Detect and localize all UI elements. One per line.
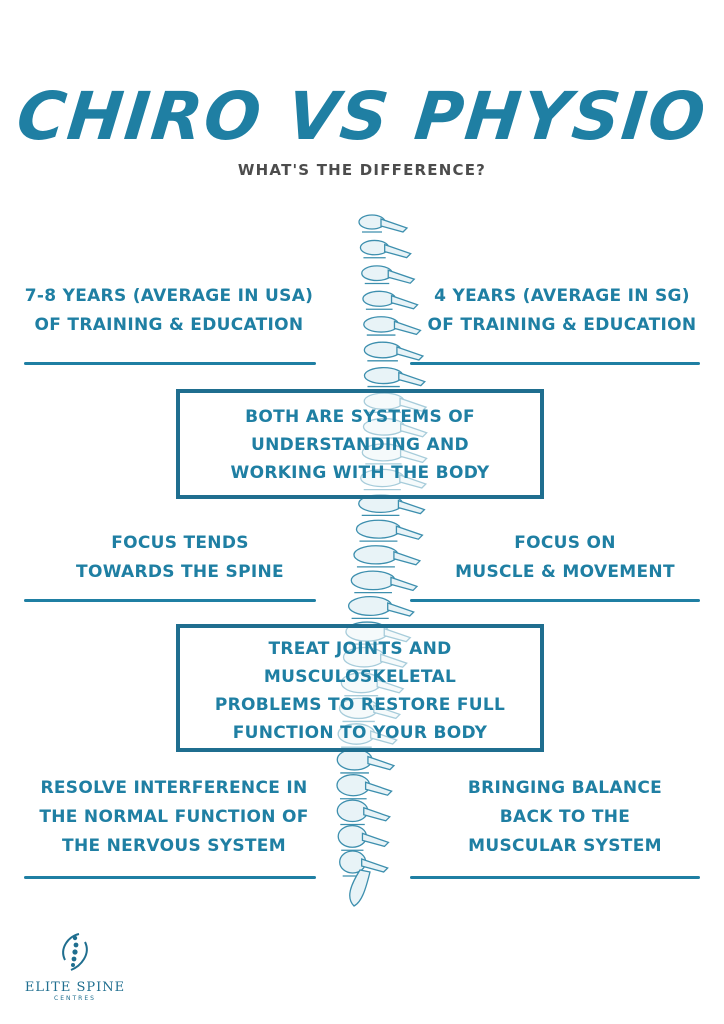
- vertebra-process: [387, 602, 415, 617]
- vertebra-process: [396, 346, 425, 361]
- coccyx: [349, 869, 371, 907]
- vertebra: [355, 519, 402, 539]
- page-subtitle: WHAT'S THE DIFFERENCE?: [237, 161, 487, 179]
- chiro-training-text: 7-8 YEARS (AVERAGE IN USA) OF TRAINING &…: [14, 282, 324, 340]
- shared-treatment-box: TREAT JOINTS AND MUSCULOSKELETAL PROBLEM…: [176, 624, 544, 752]
- divider-line: [24, 876, 316, 879]
- vertebra-process: [367, 755, 396, 771]
- vertebra-process: [384, 243, 412, 259]
- physio-focus-text: FOCUS ON MUSCLE & MOVEMENT: [420, 529, 710, 587]
- elite-spine-logo: ELITE SPINE CENTRES: [20, 930, 130, 1010]
- box-line: FUNCTION TO YOUR BODY: [232, 723, 488, 743]
- vertebra-process: [361, 858, 389, 873]
- physio-focus-line: MUSCLE & MOVEMENT: [455, 562, 675, 582]
- vertebra: [363, 366, 404, 385]
- box-line: WORKING WITH THE BODY: [230, 463, 490, 483]
- page-title: CHIRO VS PHYSIO: [13, 78, 711, 155]
- physio-training-text: 4 YEARS (AVERAGE IN SG) OF TRAINING & ED…: [412, 282, 712, 340]
- box-line: UNDERSTANDING AND: [251, 435, 469, 455]
- vertebra: [363, 316, 400, 333]
- physio-goal-line: BRINGING BALANCE: [467, 778, 663, 798]
- divider-line: [410, 876, 700, 879]
- divider-line: [410, 362, 700, 365]
- vertebra-process: [393, 320, 422, 336]
- vertebra: [336, 748, 373, 771]
- chiro-training-line: 7-8 YEARS (AVERAGE IN USA): [24, 286, 314, 306]
- box-line: MUSCULOSKELETAL: [263, 667, 457, 687]
- vertebra-process: [393, 550, 422, 566]
- vertebra-process: [395, 525, 424, 540]
- physio-goal-text: BRINGING BALANCE BACK TO THE MUSCULAR SY…: [420, 774, 710, 861]
- physio-goal-line: BACK TO THE: [499, 807, 631, 827]
- physio-goal-line: MUSCULAR SYSTEM: [468, 836, 662, 856]
- physio-training-line: 4 YEARS (AVERAGE IN SG): [434, 286, 690, 306]
- chiro-goal-line: RESOLVE INTERFERENCE IN: [40, 778, 308, 798]
- vertebra-process: [363, 806, 391, 822]
- shared-systems-box: BOTH ARE SYSTEMS OF UNDERSTANDING AND WO…: [176, 389, 544, 499]
- vertebra: [362, 290, 397, 307]
- box-line: PROBLEMS TO RESTORE FULL: [214, 695, 506, 715]
- box-line: BOTH ARE SYSTEMS OF: [245, 407, 475, 427]
- logo-subtitle: CENTRES: [54, 995, 96, 1002]
- chiro-focus-line: TOWARDS THE SPINE: [76, 562, 284, 582]
- vertebra-process: [390, 576, 419, 592]
- vertebra-process: [397, 499, 426, 515]
- vertebra: [350, 570, 396, 591]
- divider-line: [24, 362, 316, 365]
- vertebra: [336, 774, 371, 797]
- chiro-training-line: OF TRAINING & EDUCATION: [34, 315, 304, 335]
- box-line: TREAT JOINTS AND: [268, 639, 452, 659]
- physio-training-line: OF TRAINING & EDUCATION: [427, 315, 697, 335]
- chiro-goal-text: RESOLVE INTERFERENCE IN THE NORMAL FUNCT…: [14, 774, 334, 861]
- chiro-focus-line: FOCUS TENDS: [111, 533, 249, 553]
- vertebra-process: [364, 781, 393, 796]
- chiro-focus-text: FOCUS TENDS TOWARDS THE SPINE: [40, 529, 320, 587]
- divider-line: [24, 599, 316, 602]
- vertebra-process: [390, 294, 419, 310]
- vertebra-process: [361, 832, 390, 848]
- logo-name: ELITE SPINE: [24, 980, 126, 995]
- vertebra-process: [387, 269, 416, 284]
- elite-spine-logo-icon: [62, 933, 88, 971]
- physio-focus-line: FOCUS ON: [514, 533, 616, 553]
- vertebra-process: [398, 371, 426, 387]
- divider-line: [410, 599, 700, 602]
- chiro-goal-line: THE NERVOUS SYSTEM: [62, 836, 286, 856]
- vertebra: [363, 341, 402, 359]
- vertebra: [353, 545, 399, 565]
- vertebra: [347, 595, 393, 617]
- vertebra-process: [380, 218, 409, 233]
- chiro-goal-line: THE NORMAL FUNCTION OF: [39, 807, 309, 827]
